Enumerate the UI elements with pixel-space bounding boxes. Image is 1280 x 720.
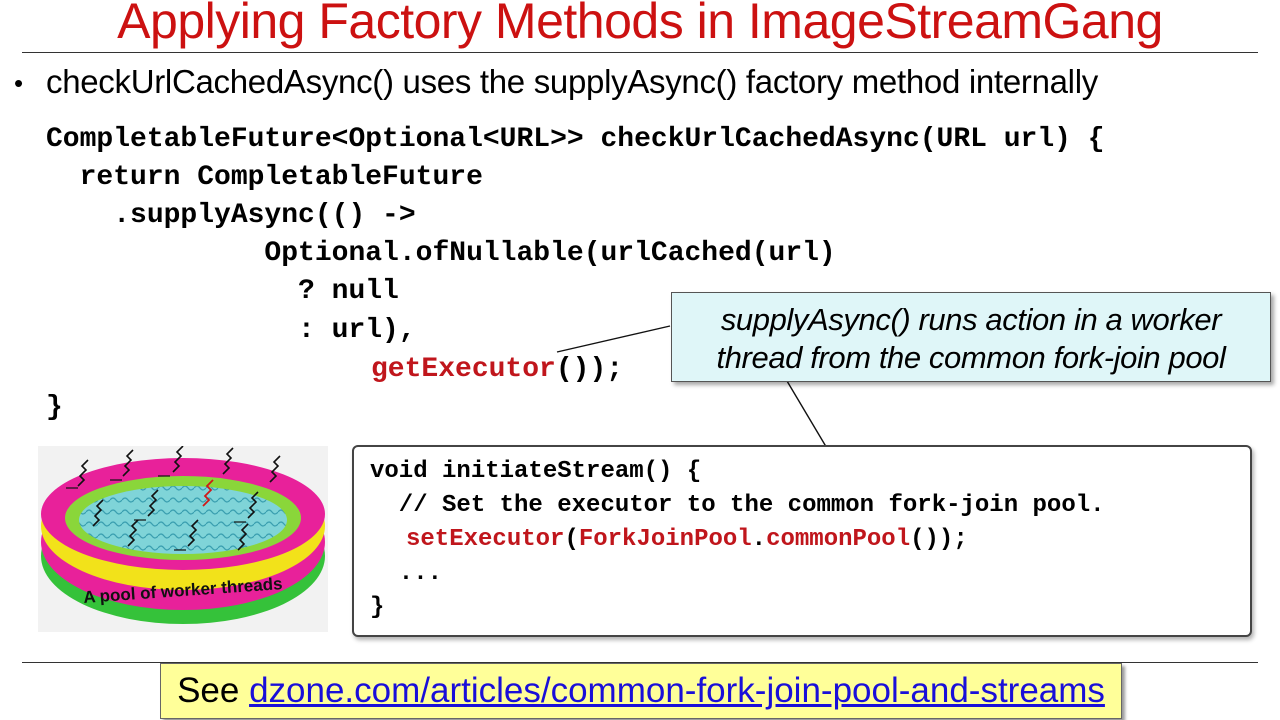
code-line-8: } — [46, 392, 63, 423]
box-line-3: setExecutor(ForkJoinPool.commonPool()); — [406, 523, 968, 557]
common-pool-call: commonPool — [766, 526, 911, 553]
thread-arrows — [66, 475, 246, 551]
initiate-stream-code-box: void initiateStream() { // Set the execu… — [352, 445, 1252, 637]
box-line-2: // Set the executor to the common fork-j… — [370, 492, 1105, 519]
pool-water — [79, 486, 287, 554]
box-line-1: void initiateStream() { — [370, 458, 702, 485]
pointer-to-get-executor — [556, 325, 671, 353]
slide-title: Applying Factory Methods in ImageStreamG… — [117, 0, 1163, 49]
box-line-5: } — [370, 594, 385, 621]
paren-open: ( — [564, 526, 579, 553]
dot: . — [751, 526, 767, 553]
get-executor-call: getExecutor — [371, 354, 556, 385]
callout-box: supplyAsync() runs action in a worker th… — [671, 292, 1271, 382]
dzone-link[interactable]: dzone.com/articles/common-fork-join-pool… — [249, 671, 1105, 710]
bullet-text: checkUrlCachedAsync() uses the supplyAsy… — [46, 63, 1098, 100]
footer-divider — [22, 662, 1258, 663]
see-label: See — [177, 671, 250, 710]
worker-threads — [77, 446, 281, 551]
fork-join-pool-class: ForkJoinPool — [578, 526, 752, 553]
code-line-2: return CompletableFuture — [46, 162, 483, 193]
code-line-1: CompletableFuture<Optional<URL>> checkUr… — [46, 124, 1105, 155]
box-line-4: ... — [370, 560, 443, 587]
callout-line-1: supplyAsync() runs action in a worker — [720, 302, 1222, 337]
code-line-7-rest: ()); — [555, 354, 624, 385]
code-line-5: ? null — [46, 276, 399, 307]
callout-line-2: thread from the common fork-join pool — [716, 340, 1226, 375]
pool-illustration: A pool of worker threads — [38, 446, 328, 632]
paren-close: ()); — [910, 526, 968, 553]
title-divider — [22, 52, 1258, 53]
code-line-3: .supplyAsync(() -> — [46, 200, 416, 231]
code-line-7: getExecutor()); — [371, 351, 623, 389]
code-line-4: Optional.ofNullable(urlCached(url) — [46, 238, 836, 269]
bullet-marker: • — [14, 68, 24, 98]
reference-box: See dzone.com/articles/common-fork-join-… — [160, 663, 1122, 719]
code-line-6: : url), — [46, 315, 416, 346]
set-executor-call: setExecutor — [406, 526, 565, 553]
